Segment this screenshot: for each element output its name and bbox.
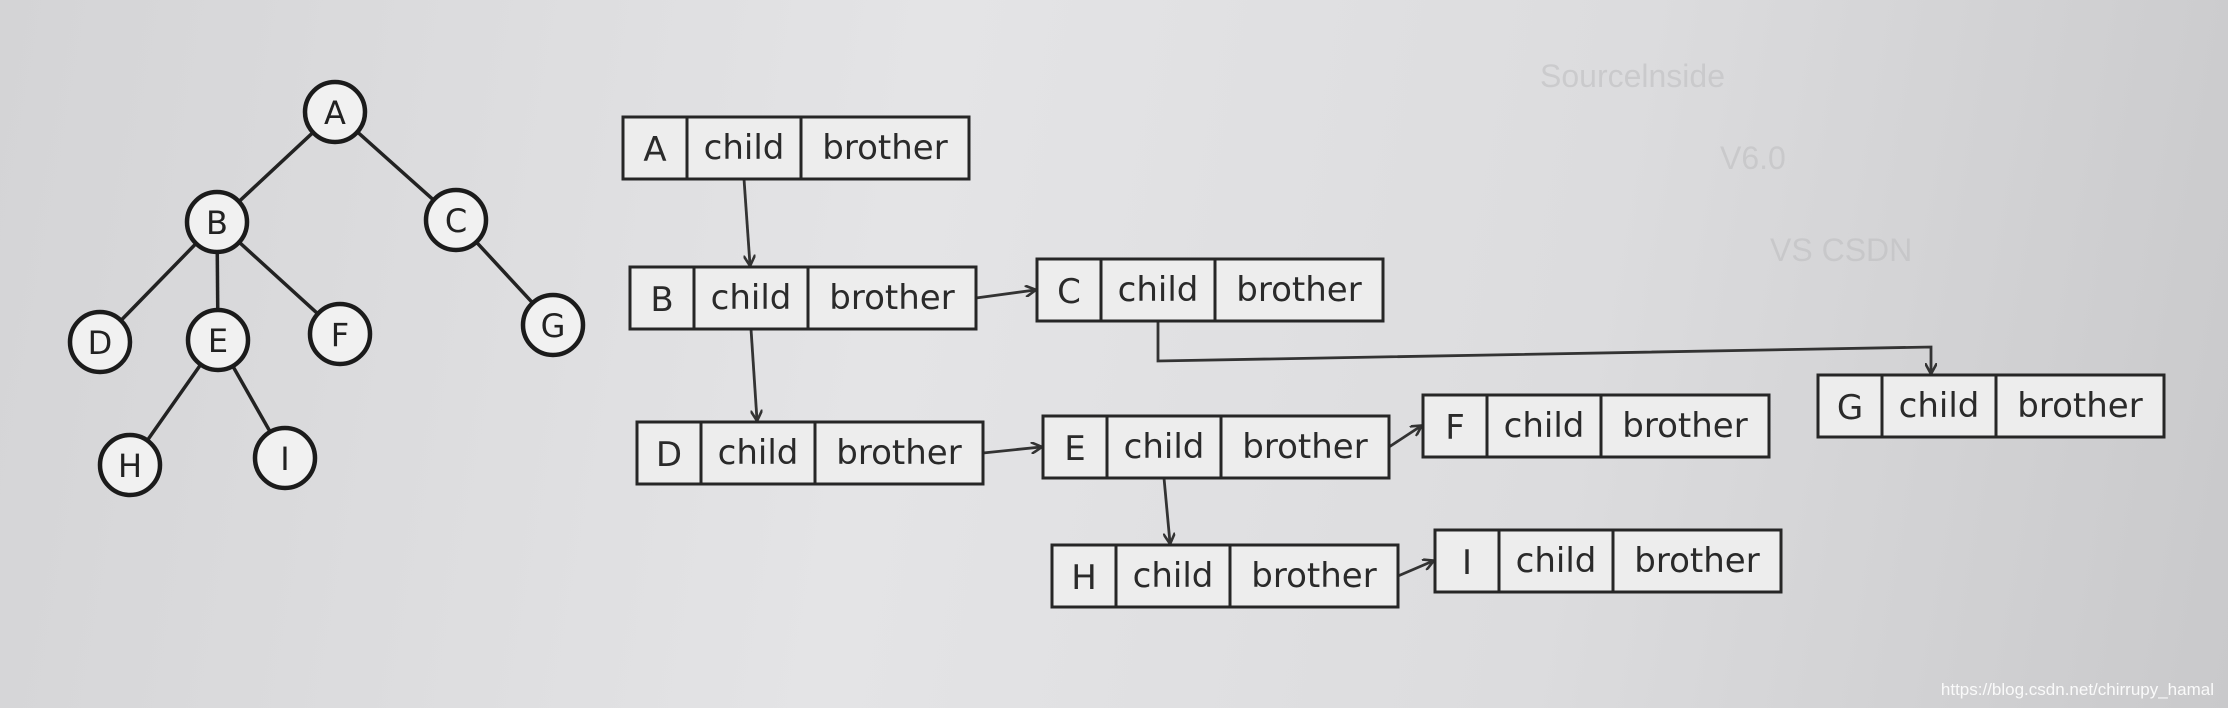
tree-node-B: B: [184, 189, 250, 255]
tree-node-A: A: [302, 79, 368, 145]
record-brother-field: brother: [822, 128, 947, 168]
tree-edge-C-G: [475, 240, 534, 305]
record-child-field: child: [1516, 541, 1597, 581]
record-child-field: child: [1124, 427, 1205, 467]
record-brother-field: brother: [829, 278, 954, 318]
record-brother-field: brother: [1242, 427, 1367, 467]
record-box: [1041, 414, 1391, 480]
tree-node-circle: [97, 432, 163, 498]
record-box: [1035, 257, 1385, 323]
link-brother-D-E: [982, 447, 1041, 455]
tree-node-label: D: [88, 324, 113, 362]
tree-node-circle: [307, 301, 373, 367]
record-label: H: [1071, 558, 1097, 598]
link-brother-B-C: [975, 290, 1035, 300]
tree-node-circle: [184, 189, 250, 255]
tree-node-label: C: [445, 202, 467, 240]
tree-edge-E-H: [145, 363, 203, 442]
tree-node-C: C: [423, 187, 489, 253]
tree-node-circle: [520, 292, 586, 358]
record-child-field: child: [711, 278, 792, 318]
record-brother-field: brother: [1622, 406, 1747, 446]
link-child-C-G: [1156, 321, 1931, 373]
tree-node-circle: [423, 187, 489, 253]
record-label: D: [656, 435, 682, 475]
link-child-E-H: [1162, 477, 1170, 543]
record-brother-field: brother: [2017, 386, 2142, 426]
tree-node-D: D: [67, 309, 133, 375]
record-box: [628, 265, 978, 331]
link-brother-E-F: [1388, 426, 1421, 449]
link-child-B-D: [749, 328, 757, 420]
record-child-field: child: [718, 433, 799, 473]
tree-node-circle: [67, 309, 133, 375]
background-text-3: VS CSDN: [1770, 232, 1913, 268]
watermark: https://blog.csdn.net/chirrupy_hamal: [1940, 680, 2214, 699]
record-label: C: [1057, 272, 1081, 312]
background-text-1: Sourcelnside: [1540, 58, 1725, 94]
record-box: [1816, 373, 2166, 439]
tree-nodes: A B C D E F G H I: [67, 79, 586, 498]
link-brother-H-I: [1397, 561, 1433, 578]
record-child-field: child: [1118, 270, 1199, 310]
tree-node-F: F: [307, 301, 373, 367]
tree-node-label: I: [280, 440, 289, 478]
tree-node-H: H: [97, 432, 163, 498]
tree-node-G: G: [520, 292, 586, 358]
tree-node-circle: [302, 79, 368, 145]
record-label: F: [1445, 408, 1465, 448]
record-brother-field: brother: [1251, 556, 1376, 596]
record-label: B: [650, 280, 673, 320]
tree-edge-B-D: [119, 242, 198, 322]
link-child-A-B: [742, 178, 750, 265]
record-links: [742, 178, 1931, 578]
tree-node-label: G: [541, 307, 566, 345]
record-box: [1433, 528, 1783, 594]
record-brother-field: brother: [836, 433, 961, 473]
record-label: A: [643, 130, 666, 170]
record-label: G: [1837, 388, 1863, 428]
record-label: I: [1462, 543, 1472, 583]
tree-node-label: F: [331, 316, 349, 354]
tree-node-label: E: [208, 322, 228, 360]
record-child-field: child: [704, 128, 785, 168]
record-child-field: child: [1899, 386, 1980, 426]
tree-edge-B-F: [238, 240, 319, 316]
tree-node-label: A: [324, 94, 346, 132]
record-box: [1050, 543, 1400, 609]
record-box: [621, 115, 971, 181]
tree-node-circle: [185, 307, 251, 373]
tree-node-E: E: [185, 307, 251, 373]
tree-edge-E-I: [231, 365, 272, 433]
record-box: [635, 420, 985, 486]
record-brother-field: brother: [1634, 541, 1759, 581]
background-text-2: V6.0: [1720, 140, 1786, 176]
record-label: E: [1064, 429, 1085, 469]
tree-node-label: B: [206, 204, 228, 242]
tree-node-circle: [252, 425, 318, 491]
tree-node-label: H: [118, 447, 142, 485]
tree-edge-A-C: [356, 130, 435, 202]
record-brother-field: brother: [1236, 270, 1361, 310]
record-child-field: child: [1504, 406, 1585, 446]
tree-edges: [119, 130, 534, 442]
tree-edge-A-B: [237, 131, 315, 203]
tree-node-I: I: [252, 425, 318, 491]
record-box: [1421, 393, 1771, 459]
record-child-field: child: [1133, 556, 1214, 596]
